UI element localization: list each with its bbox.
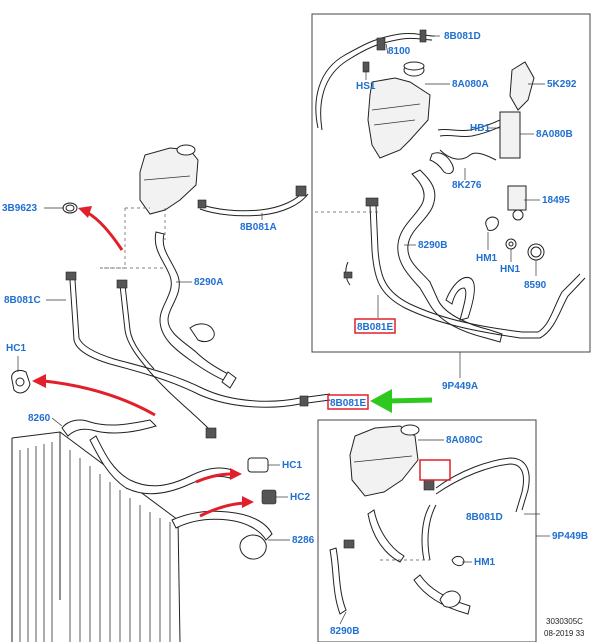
highlight-box-8b081e-main (327, 394, 369, 410)
label-3b9623: 3B9623 (2, 203, 37, 214)
label-8b081d-bottom: 8B081D (466, 512, 503, 523)
label-8100: 8100 (388, 46, 411, 57)
radiator-fins (19, 442, 171, 642)
label-8590: 8590 (524, 280, 547, 291)
red-arrow-to-hc2 (199, 501, 245, 518)
label-hm1-bottom: HM1 (474, 557, 496, 568)
label-8b081d-top: 8B081D (444, 31, 481, 42)
green-arrow-head (370, 389, 392, 413)
label-8290b-top: 8290B (418, 240, 447, 251)
leader-lines (17, 35, 550, 625)
red-arrow-to-hc1-right (195, 472, 233, 484)
label-8b081c: 8B081C (4, 295, 41, 306)
label-8b081a: 8B081A (240, 222, 277, 233)
red-arrow-to-hc2-head (242, 496, 254, 508)
reference-date: 08-2019 33 (544, 629, 585, 638)
label-5k292: 5K292 (547, 79, 577, 90)
red-arrow-to-oring-head (78, 206, 92, 218)
label-8286: 8286 (292, 535, 315, 546)
label-hc1-right: HC1 (282, 460, 302, 471)
label-9p449b: 9P449B (552, 531, 588, 542)
label-8260: 8260 (28, 413, 51, 424)
label-hc2: HC2 (290, 492, 310, 503)
label-hs1: HS1 (356, 81, 376, 92)
reference-code: 3030305C (546, 617, 583, 626)
green-arrow-shaft (387, 397, 433, 404)
green-arrow (370, 389, 433, 413)
highlight-box-redacted (419, 459, 451, 481)
label-8a080b: 8A080B (536, 129, 573, 140)
label-hm1-top: HM1 (476, 253, 498, 264)
top-right-inset-frame (311, 13, 591, 353)
label-8b081e-main: 8B081E (330, 398, 366, 409)
label-8290b-bottom: 8290B (330, 626, 359, 637)
red-arrow-to-hc1-right-head (230, 468, 242, 480)
red-arrow-to-oring (87, 211, 124, 251)
part-labels: 8B081D 8100 HS1 8A080A 5K292 HB1 8A080B … (2, 31, 588, 637)
label-hb1: HB1 (470, 123, 490, 134)
label-hn1: HN1 (500, 264, 520, 275)
label-hc1-left: HC1 (6, 343, 26, 354)
bottom-right-inset-frame (317, 419, 537, 642)
label-8290a: 8290A (194, 277, 223, 288)
main-drawing (11, 144, 331, 642)
top-inset-drawing (315, 29, 586, 343)
label-18495: 18495 (542, 195, 570, 206)
red-arrows (32, 206, 254, 518)
label-8a080a: 8A080A (452, 79, 489, 90)
label-8b081e-inset: 8B081E (357, 322, 393, 333)
red-arrow-to-hc1-left (43, 379, 156, 417)
label-8k276: 8K276 (452, 180, 482, 191)
highlight-box-8b081e-inset (354, 318, 396, 334)
label-9p449a: 9P449A (442, 381, 478, 392)
red-arrow-to-hc1-left-head (32, 374, 46, 388)
label-8a080c: 8A080C (446, 435, 483, 446)
bottom-inset-drawing (329, 424, 530, 615)
